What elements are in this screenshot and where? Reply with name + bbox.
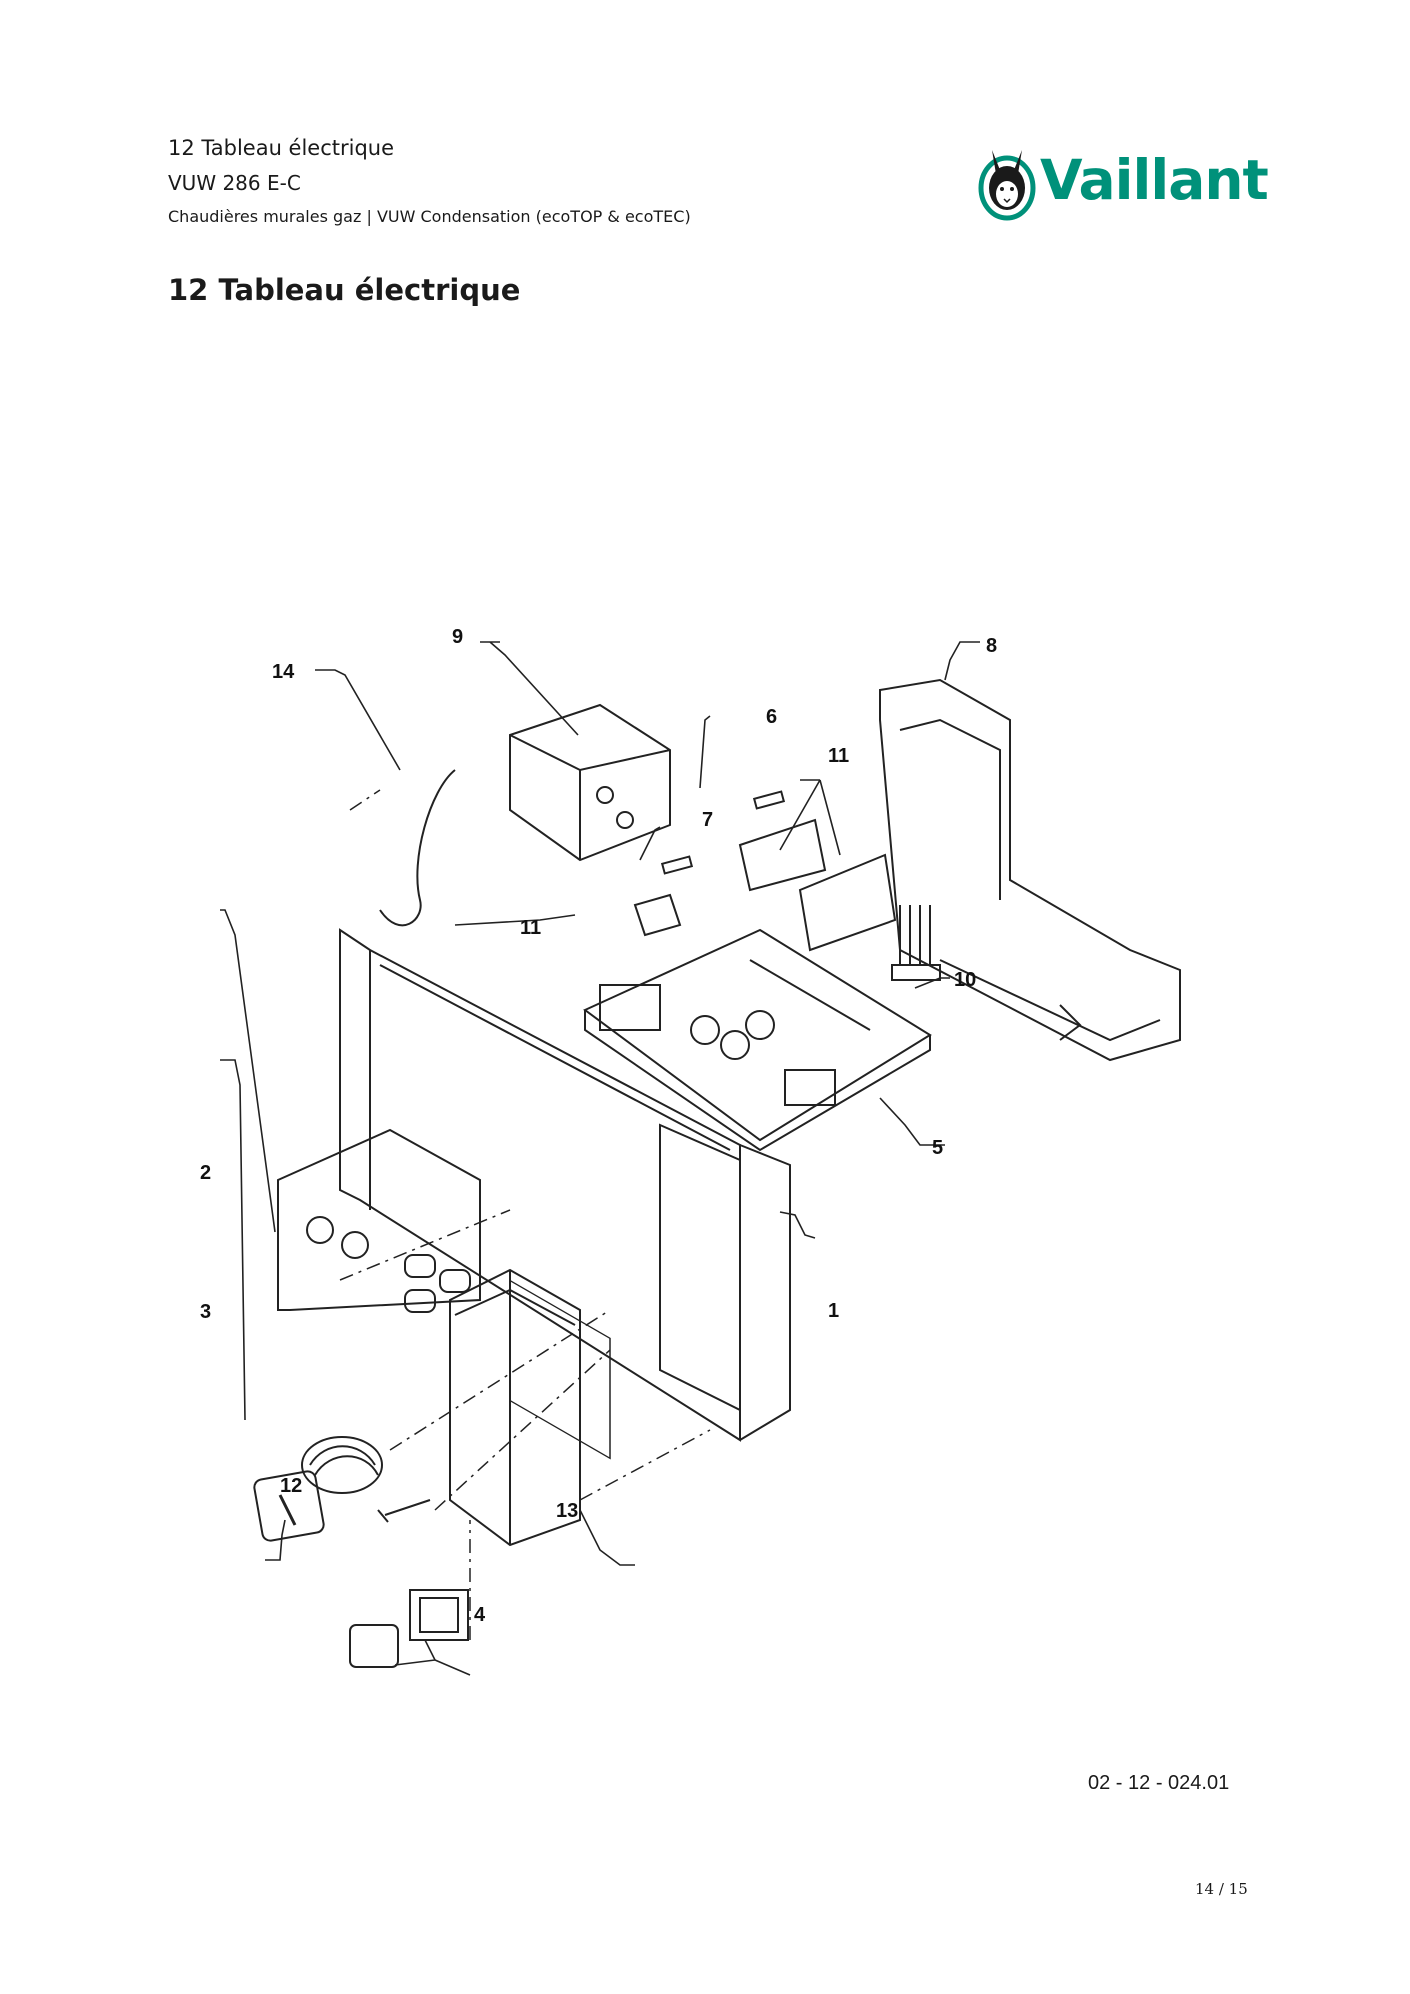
leader-lines [220, 641, 980, 1676]
callout-10: 10 [954, 969, 976, 991]
switch-part [349, 1589, 469, 1668]
callout-12: 12 [280, 1475, 302, 1497]
page-title: 12 Tableau électrique [168, 273, 521, 307]
vaillant-logo: Vaillant [978, 142, 1269, 226]
header-category: Chaudières murales gaz | VUW Condensatio… [168, 207, 691, 226]
exploded-parts-diagram: 9 14 8 6 11 7 11 10 5 2 1 3 12 13 4 [200, 626, 1181, 1676]
front-panel-part [277, 1128, 481, 1313]
cable-part [379, 769, 456, 927]
fuse-parts [660, 790, 786, 875]
callout-9: 9 [452, 626, 463, 648]
callout-8: 8 [986, 635, 997, 657]
circuit-board-part [583, 928, 932, 1152]
connector-part [891, 905, 941, 981]
transformer-part [509, 703, 671, 862]
thermometer-part [253, 1436, 383, 1542]
header-section: 12 Tableau électrique [168, 136, 395, 160]
callout-13: 13 [556, 1500, 578, 1522]
callout-14: 14 [272, 661, 295, 683]
page-number: 14 / 15 [1195, 1880, 1248, 1898]
callout-4: 4 [474, 1604, 486, 1626]
callout-11-top: 11 [828, 745, 849, 767]
callout-7: 7 [702, 809, 713, 831]
callout-5: 5 [932, 1137, 943, 1159]
callout-11-left: 11 [520, 917, 541, 939]
document-reference: 02 - 12 - 024.01 [1088, 1772, 1230, 1794]
callout-2: 2 [200, 1162, 211, 1184]
header-model: VUW 286 E-C [168, 171, 301, 195]
screw-part [377, 1499, 431, 1523]
callout-6: 6 [766, 706, 777, 728]
assembly-guide-lines [339, 789, 711, 1640]
callout-1: 1 [828, 1300, 839, 1322]
callout-3: 3 [200, 1301, 211, 1323]
main-housing-part [339, 928, 791, 1460]
cover-part [449, 1268, 581, 1547]
ribbon-cable-parts [633, 818, 897, 952]
rear-cover-part [879, 678, 1181, 1062]
hare-emblem-icon [978, 150, 1036, 221]
logo-wordmark: Vaillant [1040, 148, 1269, 212]
